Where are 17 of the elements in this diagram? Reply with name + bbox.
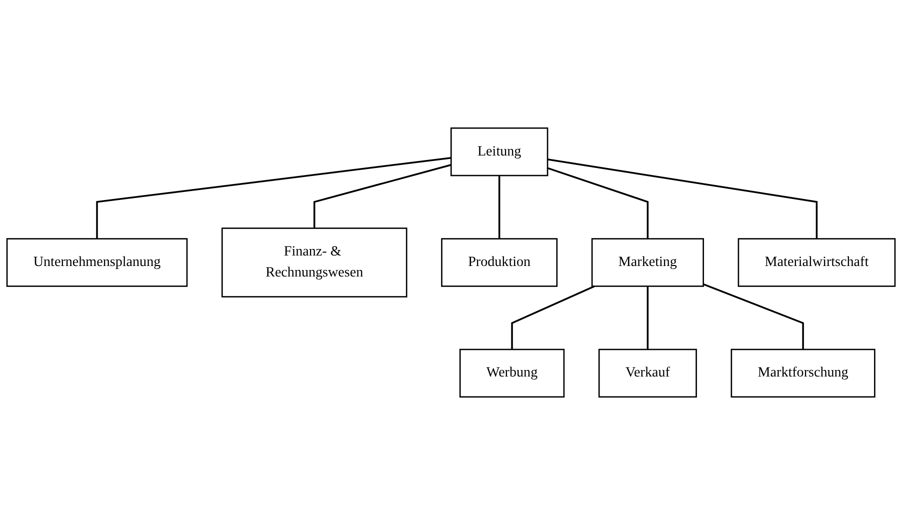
connector: [646, 286, 649, 350]
node-box: Marketing: [591, 238, 704, 287]
connector: [313, 164, 452, 228]
node-box: Produktion: [441, 238, 558, 287]
connector: [96, 156, 452, 239]
node-box: Unternehmensplanung: [6, 238, 188, 287]
connector: [547, 158, 818, 239]
node-box: Marktforschung: [730, 348, 876, 398]
connector: [547, 167, 649, 239]
connector: [511, 285, 595, 350]
node-box: Leitung: [450, 127, 548, 176]
node-box: Werbung: [459, 348, 565, 398]
node-box: Verkauf: [598, 348, 697, 398]
connector: [703, 283, 804, 350]
node-box: Finanz- & Rechnungswesen: [221, 228, 408, 298]
connector: [498, 176, 500, 239]
node-box: Materialwirtschaft: [738, 238, 896, 287]
